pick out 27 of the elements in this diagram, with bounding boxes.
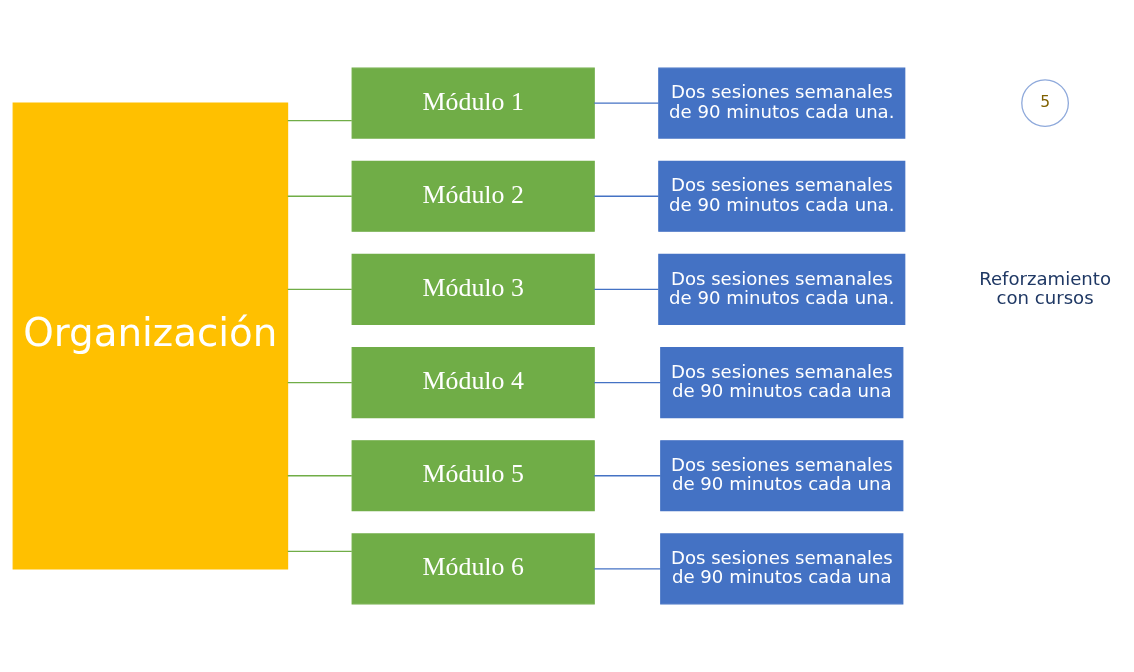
- connector: [593, 102, 660, 104]
- connector: [287, 550, 353, 553]
- connector: [593, 195, 660, 197]
- label: Reforzamiento con cursos: [979, 267, 1112, 308]
- node-box: Dos sesiones semanales de 90 minutos cada una: [660, 533, 904, 605]
- node-box: Dos sesiones semanales de 90 minutos cada una.: [658, 253, 906, 325]
- connector: [593, 475, 662, 477]
- node-box: Módulo 6: [351, 533, 595, 605]
- connector: [593, 288, 660, 291]
- node-box: Módulo 5: [351, 440, 595, 512]
- node-box: Dos sesiones semanales de 90 minutos cada una.: [658, 67, 906, 139]
- node-box: Módulo 2: [351, 160, 595, 232]
- node-box: Dos sesiones semanales de 90 minutos cada una: [660, 440, 904, 512]
- connector: [593, 381, 662, 384]
- connector: [287, 475, 353, 477]
- connector: [287, 381, 353, 384]
- node-box: Módulo 1: [351, 67, 595, 139]
- node-box: Módulo 3: [351, 253, 595, 325]
- node-box: Organización: [12, 102, 289, 570]
- node-box: Dos sesiones semanales de 90 minutos cada una: [660, 347, 904, 419]
- connector: [287, 288, 353, 291]
- connector: [593, 568, 662, 570]
- node-box: Módulo 4: [351, 347, 595, 419]
- connector: [287, 195, 353, 197]
- node-box: Dos sesiones semanales de 90 minutos cada una.: [658, 160, 906, 232]
- connector: [287, 119, 353, 122]
- node-circle: 5: [1021, 79, 1069, 128]
